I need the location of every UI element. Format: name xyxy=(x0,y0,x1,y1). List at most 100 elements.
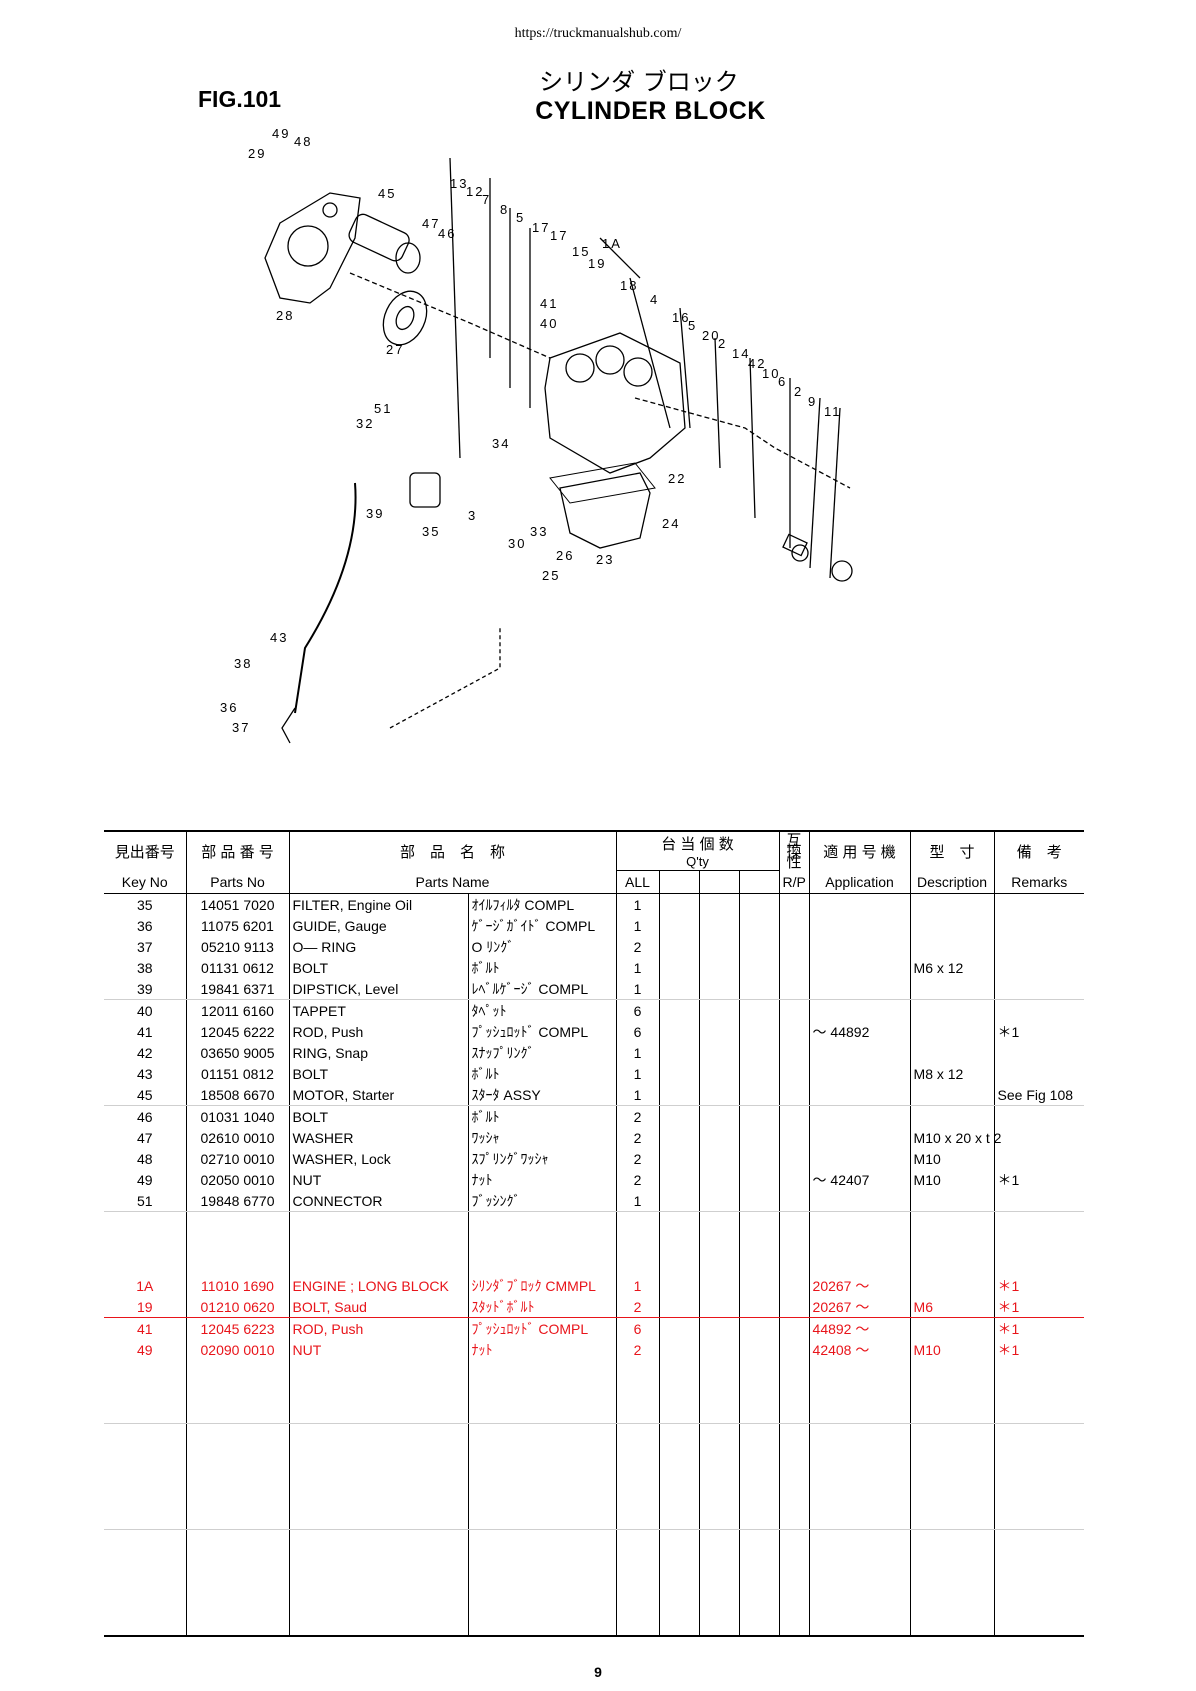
cell-empty xyxy=(993,1445,1085,1466)
cell-empty xyxy=(909,1508,995,1530)
cell-desc: M10 xyxy=(909,1169,995,1190)
cell-empty xyxy=(467,1360,617,1381)
cell-empty xyxy=(698,1360,740,1381)
cell-name-en: BOLT xyxy=(288,1063,468,1084)
cell-empty xyxy=(698,1466,740,1487)
cell-name-en: GUIDE, Gauge xyxy=(288,915,468,936)
cell-qty: 1 xyxy=(615,1063,660,1084)
cell-empty xyxy=(993,1211,1085,1233)
cell-remarks: ＊1 xyxy=(993,1275,1085,1296)
cell-empty xyxy=(808,1445,911,1466)
cell-empty xyxy=(467,1529,617,1551)
callout-labels: 49 48 29 45 13 12 7 8 5 17 17 47 46 1A 1… xyxy=(220,126,842,735)
cell-empty xyxy=(104,1402,186,1424)
cell-empty xyxy=(698,1593,740,1614)
cell-empty xyxy=(738,1614,780,1637)
cell-empty xyxy=(909,1381,995,1402)
cell-q4 xyxy=(738,1105,780,1127)
cell-empty xyxy=(993,1233,1085,1254)
col-rp-jp: 互換性 xyxy=(778,830,810,871)
cell-name-en: ROD, Push xyxy=(288,1317,468,1339)
cell-empty xyxy=(993,1423,1085,1445)
col-app-jp: 適 用 号 機 xyxy=(808,830,911,871)
cell-q3 xyxy=(698,1190,740,1212)
callout-label: 27 xyxy=(386,342,404,357)
cell-name-jp: ﾌﾟｯｼｭﾛｯﾄﾞ COMPL xyxy=(467,1317,617,1339)
cell-rp xyxy=(778,1275,810,1296)
cell-remarks xyxy=(993,1063,1085,1084)
callout-label: 5 xyxy=(516,210,525,225)
cell-empty xyxy=(738,1233,780,1254)
cell-empty xyxy=(698,1614,740,1637)
cell-key: 42 xyxy=(136,1044,153,1061)
cell-q3 xyxy=(698,893,740,915)
cell-app xyxy=(808,978,911,1000)
col-partno-jp: 部 品 番 号 xyxy=(185,830,289,871)
cell-empty xyxy=(808,1551,911,1572)
cell-app: 20267 ～ xyxy=(808,1296,911,1318)
cell-key: 19 xyxy=(104,1296,186,1318)
cell-rp xyxy=(778,1105,810,1127)
cell-q3 xyxy=(698,1127,740,1148)
cell-qty: 1 xyxy=(615,915,660,936)
cell-empty xyxy=(185,1254,289,1275)
cell-empty xyxy=(698,1423,740,1445)
cell-empty xyxy=(909,1233,995,1254)
cell-empty xyxy=(738,1254,780,1275)
callout-label: 33 xyxy=(530,524,548,539)
cell-q2 xyxy=(658,1063,700,1084)
cell-rp xyxy=(778,1021,810,1042)
cell-q4 xyxy=(738,957,780,978)
parts-table: 見出番号 部 品 番 号 部 品 名 称 台 当 個 数 Q'ty 互換性 適 … xyxy=(104,830,1085,1637)
cell-rp xyxy=(778,1063,810,1084)
cell-empty xyxy=(909,1402,995,1424)
cell-empty xyxy=(778,1487,810,1508)
cell-qty: 1 xyxy=(615,957,660,978)
cylinder-block-shape xyxy=(544,332,686,474)
cell-app xyxy=(808,1105,911,1127)
cell-partno: 19841 6371 xyxy=(185,978,289,1000)
cell-q4 xyxy=(738,1021,780,1042)
cell-empty xyxy=(104,1360,186,1381)
cell-empty xyxy=(698,1487,740,1508)
cell-q4 xyxy=(738,1063,780,1084)
callout-label: 11 xyxy=(824,404,842,419)
cell-empty xyxy=(185,1551,289,1572)
cell-empty xyxy=(698,1445,740,1466)
cell-q2 xyxy=(658,1105,700,1127)
header-row-english: Key No Parts No Parts Name ALL R/P Appli… xyxy=(104,870,1085,894)
cell-rp xyxy=(778,1339,810,1360)
table-row-empty xyxy=(104,1487,1085,1508)
cell-empty xyxy=(185,1381,289,1402)
cell-remarks xyxy=(993,1105,1085,1127)
cell-name-jp: ﾌﾟｯｼｭﾛｯﾄﾞ COMPL xyxy=(467,1021,617,1042)
cell-app: 42408 ～ xyxy=(808,1339,911,1360)
cell-q2 xyxy=(658,1084,700,1106)
cell-empty xyxy=(808,1508,911,1530)
cell-name-en: WASHER xyxy=(288,1127,468,1148)
cell-name-en: ROD, Push xyxy=(288,1021,468,1042)
cell-empty xyxy=(808,1614,911,1637)
cell-rp xyxy=(778,1296,810,1318)
callout-label: 6 xyxy=(778,374,787,389)
cell-name-jp: ｽﾀｯﾄﾞﾎﾞﾙﾄ xyxy=(467,1296,617,1318)
cell-app: ～ 44892 xyxy=(808,1021,911,1042)
cell-partno: 01131 0612 xyxy=(185,957,289,978)
cell-empty xyxy=(467,1487,617,1508)
cell-empty xyxy=(778,1402,810,1424)
cell-q3 xyxy=(698,999,740,1021)
cell-partno: 03650 9005 xyxy=(185,1042,289,1063)
cell-app: ～ 42407 xyxy=(808,1169,911,1190)
cell-empty xyxy=(615,1211,660,1233)
cell-empty xyxy=(658,1423,700,1445)
cell-name-jp: ﾚﾍﾞﾙｹﾞｰｼﾞ COMPL xyxy=(467,978,617,1000)
cell-rp xyxy=(778,1084,810,1106)
cap-shape xyxy=(831,560,853,582)
cell-name-jp: ｹﾞｰｼﾞｶﾞｲﾄﾞ COMPL xyxy=(467,915,617,936)
cell-empty xyxy=(698,1233,740,1254)
cell-empty xyxy=(808,1233,911,1254)
table-row-empty xyxy=(104,1360,1085,1381)
